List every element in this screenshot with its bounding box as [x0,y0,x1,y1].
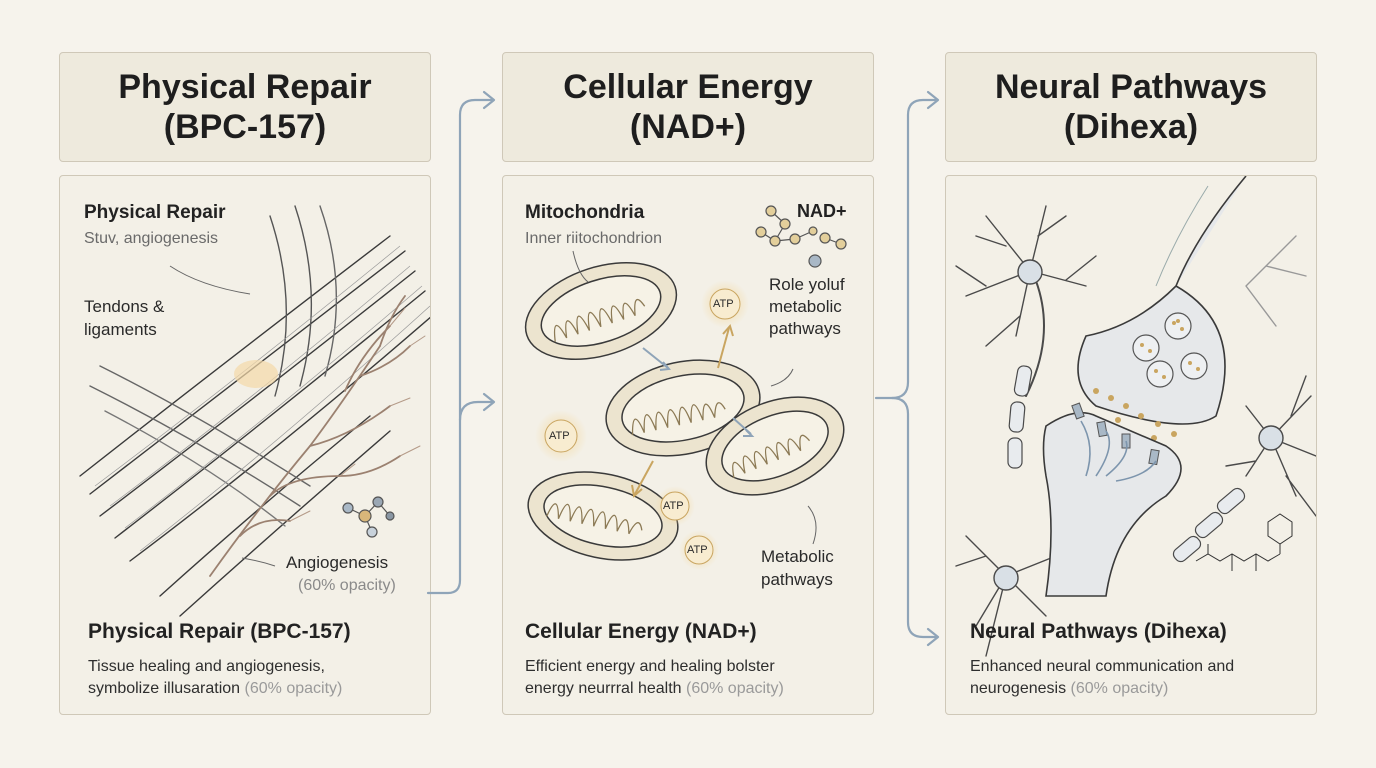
header-neural-pathways: Neural Pathways (Dihexa) [945,52,1317,162]
header-title-line1: Neural Pathways [994,68,1268,106]
footer-note: (60% opacity) [1070,680,1169,697]
panel-cellular-energy: Mitochondria Inner riitochondrion NAD+ R… [502,175,874,715]
footer-title: Physical Repair (BPC-157) [88,620,351,643]
receptors [1071,402,1160,466]
footer-text: Efficient energy and healing bolster ene… [525,656,784,700]
panel-physical-repair: Physical Repair Stuv, angiogenesis Tendo… [59,175,431,715]
header-title-line2: (NAD+) [629,108,747,146]
atp-glows [535,280,749,570]
label-mitochondria: Mitochondria [525,202,645,223]
atp-label: ATP [663,500,684,512]
mitochondrion [705,396,845,496]
mitochondria-illustration [524,205,847,570]
footer-note: (60% opacity) [244,680,343,697]
mitochondrion [605,359,761,457]
label-angiogenesis: Angiogenesis [286,553,389,572]
label-metabolic-line2: pathways [761,570,833,589]
mitochondrion [527,471,679,561]
header-title-line1: Cellular Energy [563,68,813,106]
footer-text: Enhanced neural communication and neurog… [970,656,1234,700]
label-mito-sub: Inner riitochondrion [525,230,662,247]
tendon-illustration [79,205,430,617]
footer-line2: energy neurrral health [525,680,682,697]
header-title-line2: (BPC-157) [163,108,327,146]
myelinated-axon [1007,365,1246,563]
label-physical-repair: Physical Repair [84,202,226,223]
label-angiogenesis-note: (60% opacity) [298,577,396,594]
label-role-line2: metabolic [769,297,842,316]
footer-line2: neurogenesis [970,680,1067,697]
label-physical-sub: Stuv, angiogenesis [84,230,219,247]
header-title-line2: (Dihexa) [1063,108,1199,146]
footer-text: Tissue healing and angiogenesis, symboli… [88,656,342,700]
synaptic-vesicles [1132,312,1208,388]
label-tendons-line2: ligaments [84,320,157,339]
header-cellular-energy: Cellular Energy (NAD+) [502,52,874,162]
footer-title: Neural Pathways (Dihexa) [970,620,1227,643]
header-title-line1: Physical Repair [118,68,372,106]
atp-label: ATP [687,544,708,556]
footer-title: Cellular Energy (NAD+) [525,620,757,643]
postsynaptic-dendrite [1042,411,1182,597]
healing-glow [234,360,278,388]
panel-neural-pathways: Neural Pathways (Dihexa) Enhanced neural… [945,175,1317,715]
label-metabolic-line1: Metabolic [761,547,834,566]
neuron-illustration [955,176,1316,657]
footer-line1: Tissue healing and angiogenesis, [88,658,325,675]
label-nad: NAD+ [797,201,847,221]
atp-label: ATP [713,298,734,310]
label-role-line3: pathways [769,319,841,338]
footer-line1: Enhanced neural communication and [970,658,1235,675]
header-physical-repair: Physical Repair (BPC-157) [59,52,431,162]
atp-label: ATP [549,430,570,442]
footer-line2: symbolize illusaration [88,680,241,697]
mitochondrion [524,261,678,361]
footer-line1: Efficient energy and healing bolster [525,658,775,675]
label-tendons-line1: Tendons & [84,297,165,316]
label-role-line1: Role yoluf [769,275,845,294]
footer-note: (60% opacity) [686,680,784,697]
